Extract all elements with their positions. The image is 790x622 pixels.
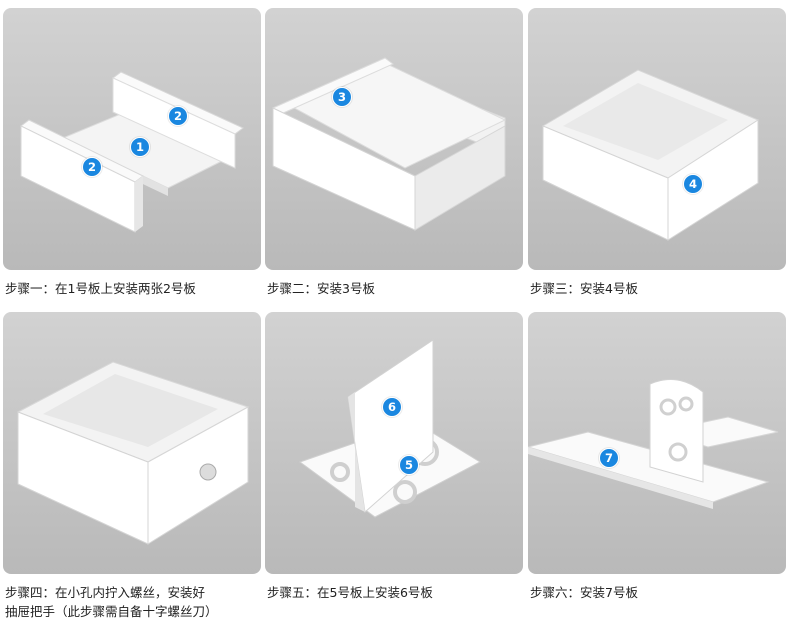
step-2-photo: 3 [265,8,523,270]
step-1-caption: 步骤一：在1号板上安装两张2号板 [5,279,261,298]
step-4: 步骤四：在小孔内拧入螺丝，安装好 抽屉把手（此步骤需自备十字螺丝刀） [3,312,261,622]
step-6-illustration [528,312,786,574]
step-1-photo: 2 1 2 [3,8,261,270]
step-6-photo: 7 [528,312,786,574]
step-4-photo [3,312,261,574]
step-3-photo: 4 [528,8,786,270]
panel-6-upright [650,380,703,483]
step-2: 3 步骤二：安装3号板 [265,8,523,308]
step-3-badge-4: 4 [683,174,703,194]
step-1-badge-2-front: 2 [82,157,102,177]
step-5: 6 5 步骤五：在5号板上安装6号板 [265,312,523,612]
step-4-caption: 步骤四：在小孔内拧入螺丝，安装好 抽屉把手（此步骤需自备十字螺丝刀） [5,583,261,621]
step-3-caption: 步骤三：安装4号板 [530,279,786,298]
step-3: 4 步骤三：安装4号板 [528,8,786,308]
step-6-badge-7: 7 [599,448,619,468]
step-5-badge-5: 5 [399,455,419,475]
step-5-caption: 步骤五：在5号板上安装6号板 [267,583,523,602]
drawer-handle [200,464,216,480]
step-6-caption: 步骤六：安装7号板 [530,583,786,602]
step-4-illustration [3,312,261,574]
step-6: 7 步骤六：安装7号板 [528,312,786,612]
step-1-badge-2-back: 2 [168,106,188,126]
step-3-illustration [528,8,786,270]
step-2-illustration [265,8,523,270]
step-1-badge-1: 1 [130,137,150,157]
step-2-badge-3: 3 [332,87,352,107]
step-2-caption: 步骤二：安装3号板 [267,279,523,298]
step-1: 2 1 2 步骤一：在1号板上安装两张2号板 [3,8,261,308]
step-5-badge-6: 6 [382,397,402,417]
step-5-illustration [265,312,523,574]
step-5-photo: 6 5 [265,312,523,574]
